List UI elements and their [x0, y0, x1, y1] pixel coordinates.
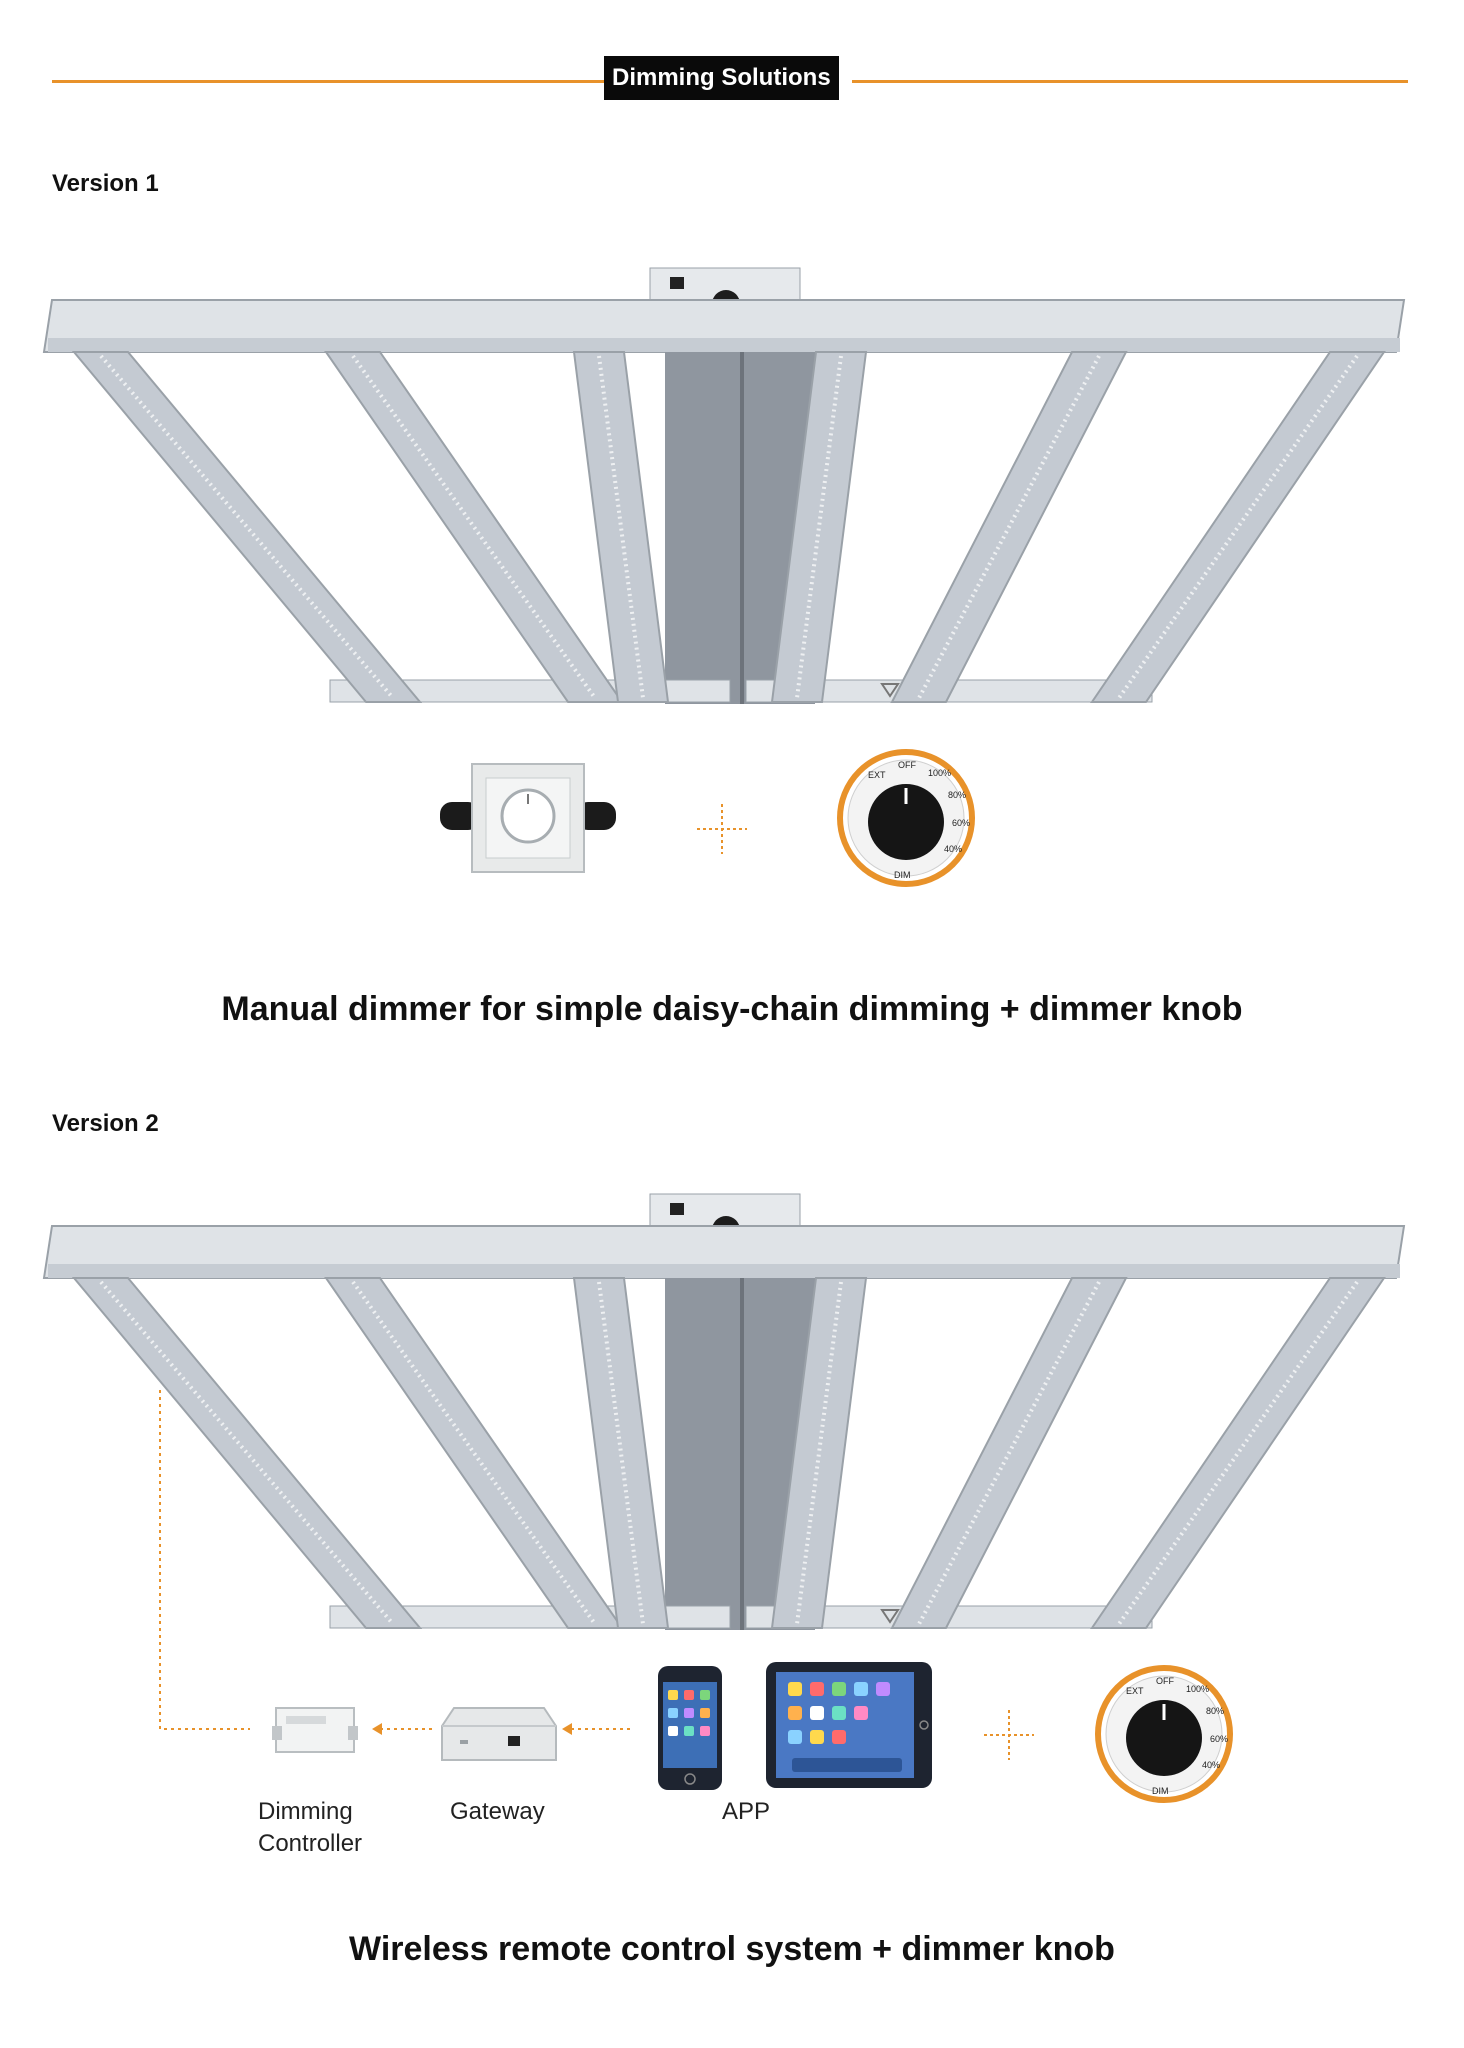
knob-cap	[868, 784, 944, 860]
knob-label-ext: EXT	[1126, 1686, 1144, 1696]
gateway-device	[441, 1707, 557, 1761]
page-title: Dimming Solutions	[604, 56, 839, 100]
version-2-tag: Version 2	[52, 1110, 165, 1142]
knob-label-40: 40%	[944, 844, 962, 854]
cable-gland-left	[440, 802, 480, 830]
knob-label-100: 100%	[928, 768, 951, 778]
led-strips	[99, 354, 1359, 700]
dimming-controller-device	[272, 1707, 358, 1753]
version-1-tag: Version 1	[52, 170, 165, 202]
version-1-caption: Manual dimmer for simple daisy-chain dim…	[221, 990, 1243, 1028]
knob-label-off: OFF	[1156, 1676, 1174, 1686]
led-fixture-version-2	[42, 1193, 1406, 1630]
version-2-caption: Wireless remote control system + dimmer …	[349, 1930, 1115, 1968]
led-strips	[99, 1280, 1359, 1626]
manual-dimmer	[440, 763, 616, 873]
phone-app-icons	[668, 1690, 710, 1736]
fixture-to-controller-line	[159, 1390, 250, 1730]
led-fixture-version-1	[42, 267, 1406, 704]
knob-cap	[1126, 1700, 1202, 1776]
app-label: APP	[722, 1798, 771, 1825]
knob-label-off: OFF	[898, 760, 916, 770]
knob-label-80: 80%	[1206, 1706, 1224, 1716]
knob-label-dim: DIM	[894, 870, 911, 880]
cable-gland-right	[576, 802, 616, 830]
gateway-label: Gateway	[450, 1798, 545, 1825]
header-rule-right	[852, 80, 1408, 83]
knob-label-60: 60%	[952, 818, 970, 828]
dimming-controller-label: Dimming Controller	[258, 1798, 363, 1857]
tablet-app-device	[766, 1662, 932, 1788]
plus-sign-2	[984, 1710, 1034, 1760]
knob-label-80: 80%	[948, 790, 966, 800]
header-rule-left	[52, 80, 604, 83]
knob-label-100: 100%	[1186, 1684, 1209, 1694]
dimmer-knob-2: EXT OFF 100% 80% 60% 40% DIM	[1095, 1665, 1233, 1803]
version-1-label: Version 1	[52, 170, 159, 197]
knob-label-dim: DIM	[1152, 1786, 1169, 1796]
knob-label-60: 60%	[1210, 1734, 1228, 1744]
dimmer-knob-1: EXT OFF 100% 80% 60% 40% DIM	[837, 749, 975, 887]
rj45-port	[670, 1203, 684, 1215]
plus-sign-1	[697, 804, 747, 854]
dimmer-dial	[500, 788, 556, 844]
connection-lines	[159, 1390, 630, 1735]
knob-label-40: 40%	[1202, 1760, 1220, 1770]
knob-label-ext: EXT	[868, 770, 886, 780]
phone-app-device	[658, 1666, 722, 1790]
tablet-app-icons	[788, 1682, 902, 1772]
rj45-port	[670, 277, 684, 289]
version-2-label: Version 2	[52, 1110, 159, 1137]
